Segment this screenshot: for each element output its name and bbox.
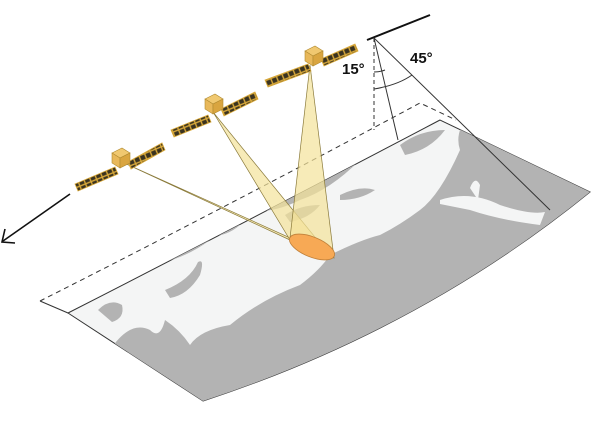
angle-label-15: 15° [342,61,365,78]
satellite-3 [264,43,359,88]
ground-footprint [289,233,335,261]
earth-surface [67,119,591,402]
satellite-1 [74,142,166,192]
sensor-beams [121,64,335,261]
satellite-2 [170,91,259,138]
direction-arrow-icon [1,193,71,244]
orbit-plane-outline [39,102,457,314]
angle-label-45: 45° [410,50,433,67]
angle-construction [366,14,551,211]
